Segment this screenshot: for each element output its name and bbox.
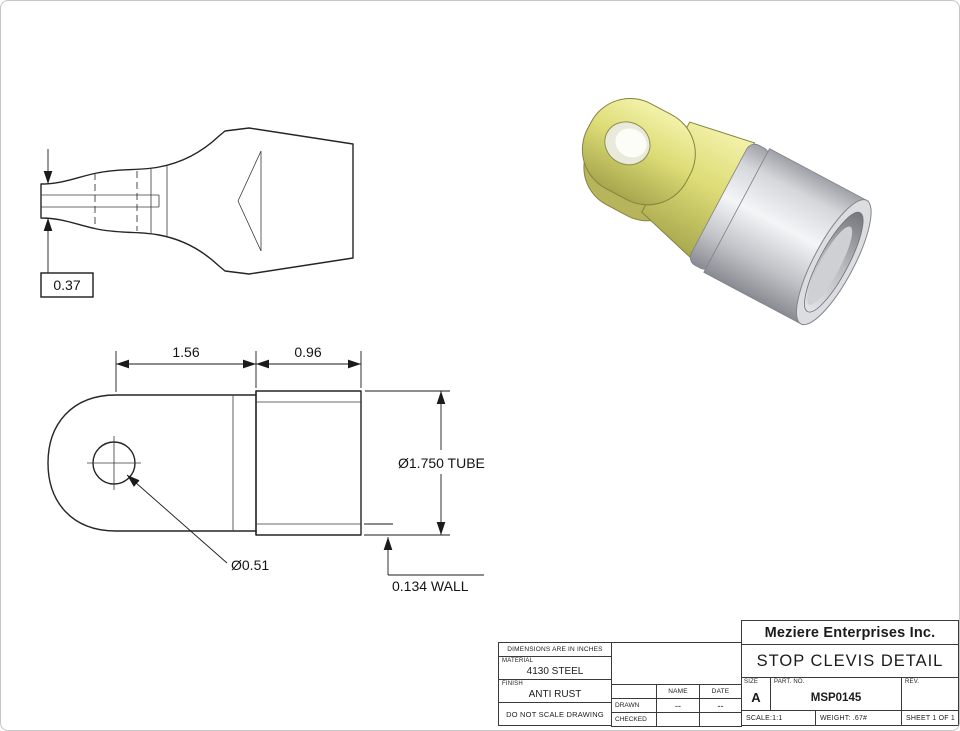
material-cell: MATERIAL 4130 STEEL xyxy=(498,656,612,680)
size-cell: SIZE A xyxy=(741,677,771,711)
dim-length: 1.56 xyxy=(115,344,257,392)
dim-tube-depth-label: 0.96 xyxy=(294,344,321,360)
dim-length-label: 1.56 xyxy=(172,344,199,360)
drawn-label: DRAWN xyxy=(611,698,657,713)
material-value: 4130 STEEL xyxy=(526,666,584,677)
weight-cell: WEIGHT: .67# xyxy=(815,710,902,726)
size-value: A xyxy=(751,690,761,705)
dim-hole-dia-label: Ø0.51 xyxy=(231,557,269,573)
drawn-date-value: -- xyxy=(699,698,742,713)
side-view-hidden-hole-lines xyxy=(94,171,138,231)
signoff-empty-cell xyxy=(611,642,742,685)
drawing-title: STOP CLEVIS DETAIL xyxy=(741,644,959,678)
tube-bore-inner xyxy=(807,226,853,305)
rev-cell: REV. xyxy=(901,677,959,711)
clevis-hole-highlight xyxy=(615,128,647,158)
front-view-tube-outline xyxy=(255,390,362,536)
signoff-header-blank xyxy=(611,684,657,699)
checked-label: CHECKED xyxy=(611,712,657,727)
name-header: NAME xyxy=(656,684,700,699)
side-view-outline xyxy=(40,127,354,275)
side-view: 0.37 xyxy=(40,127,354,298)
finish-cell: FINISH ANTI RUST xyxy=(498,679,612,703)
company-name: Meziere Enterprises Inc. xyxy=(741,620,959,645)
dim-tube-od-mask xyxy=(394,450,506,474)
material-label: MATERIAL xyxy=(502,658,534,664)
checked-date-value xyxy=(699,712,742,727)
date-header: DATE xyxy=(699,684,742,699)
dimensions-note-cell: DIMENSIONS ARE IN INCHES xyxy=(498,642,612,657)
checked-name-value xyxy=(656,712,700,727)
dim-fork-width-label: 0.37 xyxy=(53,277,80,293)
dim-fork-width-box xyxy=(40,272,94,298)
front-view-clevis-outline xyxy=(47,394,257,532)
front-view-hole xyxy=(87,436,141,490)
part-number-label: PART. NO. xyxy=(774,679,805,685)
size-label: SIZE xyxy=(744,679,759,685)
side-view-socket-cone-lines xyxy=(237,150,262,252)
front-view: 1.56 0.96 Ø1.750 TUBE Ø0.51 0.134 WALL xyxy=(47,344,506,594)
scale-cell: SCALE:1:1 xyxy=(741,710,816,726)
no-scale-cell: DO NOT SCALE DRAWING xyxy=(498,702,612,726)
iso-render xyxy=(581,97,872,326)
dim-tube-depth: 0.96 xyxy=(256,344,362,388)
dim-wall: 0.134 WALL xyxy=(364,523,484,594)
finish-label: FINISH xyxy=(502,681,523,687)
side-view-slot-lines xyxy=(41,166,168,236)
sheet-cell: SHEET 1 OF 1 xyxy=(901,710,959,726)
dim-wall-label: 0.134 WALL xyxy=(392,578,469,594)
finish-value: ANTI RUST xyxy=(528,689,582,700)
dim-tube-od-label: Ø1.750 TUBE xyxy=(398,455,485,471)
part-number-cell: PART. NO. MSP0145 xyxy=(770,677,902,711)
drawn-name-value: -- xyxy=(656,698,700,713)
part-number-value: MSP0145 xyxy=(810,691,862,704)
dim-tube-od: Ø1.750 TUBE xyxy=(365,390,506,536)
rev-label: REV. xyxy=(905,679,920,685)
dim-fork-width: 0.37 xyxy=(40,149,94,298)
dim-hole-dia: Ø0.51 xyxy=(126,474,269,573)
